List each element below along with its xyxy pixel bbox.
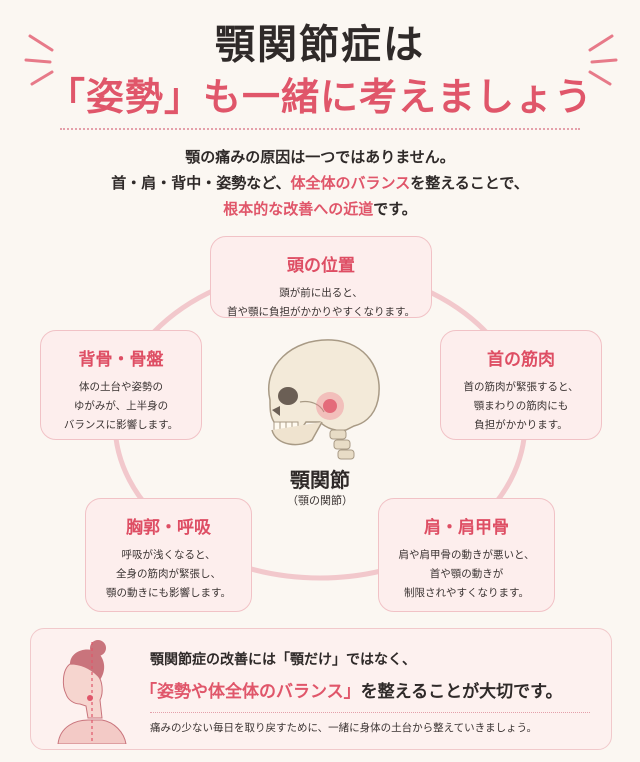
node-neck-line: 首の筋肉が緊張すると、 xyxy=(463,381,579,393)
node-spine-line: バランスに影響します。 xyxy=(63,419,179,431)
node-shoulder-blade: 肩・肩甲骨 肩や肩甲骨の動きが悪いと、 首や顎の動きが 制限されやすくなります。 xyxy=(378,498,555,612)
node-head-body: 頭が前に出ると、 首や顎に負担がかかりやすくなります。 xyxy=(211,284,431,322)
intro-line-3: 根本的な改善への近道です。 xyxy=(0,198,640,219)
node-chest-body: 呼吸が浅くなると、 全身の筋肉が緊張し、 顎の動きにも影響します。 xyxy=(86,546,251,603)
node-spine-line: 体の土台や姿勢の xyxy=(79,381,163,393)
node-shoulder-line: 首や顎の動きが xyxy=(429,568,504,580)
node-neck-title: 首の筋肉 xyxy=(487,350,555,370)
page-title: 顎関節症は xyxy=(215,22,425,68)
intro-line-2-post: を整えることで、 xyxy=(410,174,529,192)
skull-illustration xyxy=(267,339,380,460)
node-head-line: 首や顎に負担がかかりやすくなります。 xyxy=(227,306,415,318)
node-head-position: 頭の位置 頭が前に出ると、 首や顎に負担がかかりやすくなります。 xyxy=(210,236,432,318)
summary-line-2: 「姿勢や体全体のバランス」を整えることが大切です。 xyxy=(140,677,562,702)
node-chest-breathing: 胸郭・呼吸 呼吸が浅くなると、 全身の筋肉が緊張し、 顎の動きにも影響します。 xyxy=(85,498,252,612)
center-subtitle: （顎の関節） xyxy=(287,494,353,507)
node-shoulder-line: 肩や肩甲骨の動きが悪いと、 xyxy=(398,549,535,561)
node-shoulder-line: 制限されやすくなります。 xyxy=(404,587,529,599)
summary-line-2-post: を整えることが大切です。 xyxy=(360,682,563,702)
node-shoulder-title: 肩・肩甲骨 xyxy=(424,518,509,538)
summary-highlight: 「姿勢や体全体のバランス」 xyxy=(140,682,361,702)
node-head-title: 頭の位置 xyxy=(287,256,355,276)
woman-profile-illustration xyxy=(57,640,127,744)
center-title: 顎関節 xyxy=(290,468,350,492)
node-spine-title: 背骨・骨盤 xyxy=(78,350,164,370)
page-subtitle: 「姿勢」も一緒に考えましょう xyxy=(46,75,593,119)
node-head-line: 頭が前に出ると、 xyxy=(279,287,363,299)
node-neck-body: 首の筋肉が緊張すると、 顎まわりの筋肉にも 負担がかかります。 xyxy=(441,378,601,435)
summary-line-3: 痛みの少ない毎日を取り戻すために、一緒に身体の土台から整えていきましょう。 xyxy=(150,722,538,734)
node-neck-muscles: 首の筋肉 首の筋肉が緊張すると、 顎まわりの筋肉にも 負担がかかります。 xyxy=(440,330,602,440)
node-neck-line: 顎まわりの筋肉にも xyxy=(473,400,569,412)
node-chest-line: 全身の筋肉が緊張し、 xyxy=(116,568,221,580)
summary-line-1: 顎関節症の改善には「顎だけ」ではなく、 xyxy=(150,652,416,668)
intro-line-2-pre: 首・肩・背中・姿勢など、 xyxy=(111,174,291,192)
node-neck-line: 負担がかかります。 xyxy=(474,419,568,431)
intro-line-2-highlight: 体全体のバランス xyxy=(290,174,411,192)
node-shoulder-body: 肩や肩甲骨の動きが悪いと、 首や顎の動きが 制限されやすくなります。 xyxy=(379,546,554,603)
intro-line-3-highlight: 根本的な改善への近道 xyxy=(223,200,374,218)
intro-line-3-post: です。 xyxy=(373,200,417,218)
node-spine-line: ゆがみが、上半身の xyxy=(73,400,169,412)
intro-line-1: 顎の痛みの原因は一つではありません。 xyxy=(185,148,455,166)
burst-lines-right-icon xyxy=(588,34,618,86)
node-spine-body: 体の土台や姿勢の ゆがみが、上半身の バランスに影響します。 xyxy=(41,378,201,435)
node-spine-pelvis: 背骨・骨盤 体の土台や姿勢の ゆがみが、上半身の バランスに影響します。 xyxy=(40,330,202,440)
node-chest-line: 顎の動きにも影響します。 xyxy=(106,587,231,599)
burst-lines-left-icon xyxy=(24,34,54,86)
intro-line-2: 首・肩・背中・姿勢など、体全体のバランスを整えることで、 xyxy=(0,172,640,193)
summary-box xyxy=(30,628,612,750)
node-chest-title: 胸郭・呼吸 xyxy=(126,518,211,538)
summary-divider xyxy=(150,712,590,713)
title-divider xyxy=(60,128,580,130)
node-chest-line: 呼吸が浅くなると、 xyxy=(121,549,216,561)
